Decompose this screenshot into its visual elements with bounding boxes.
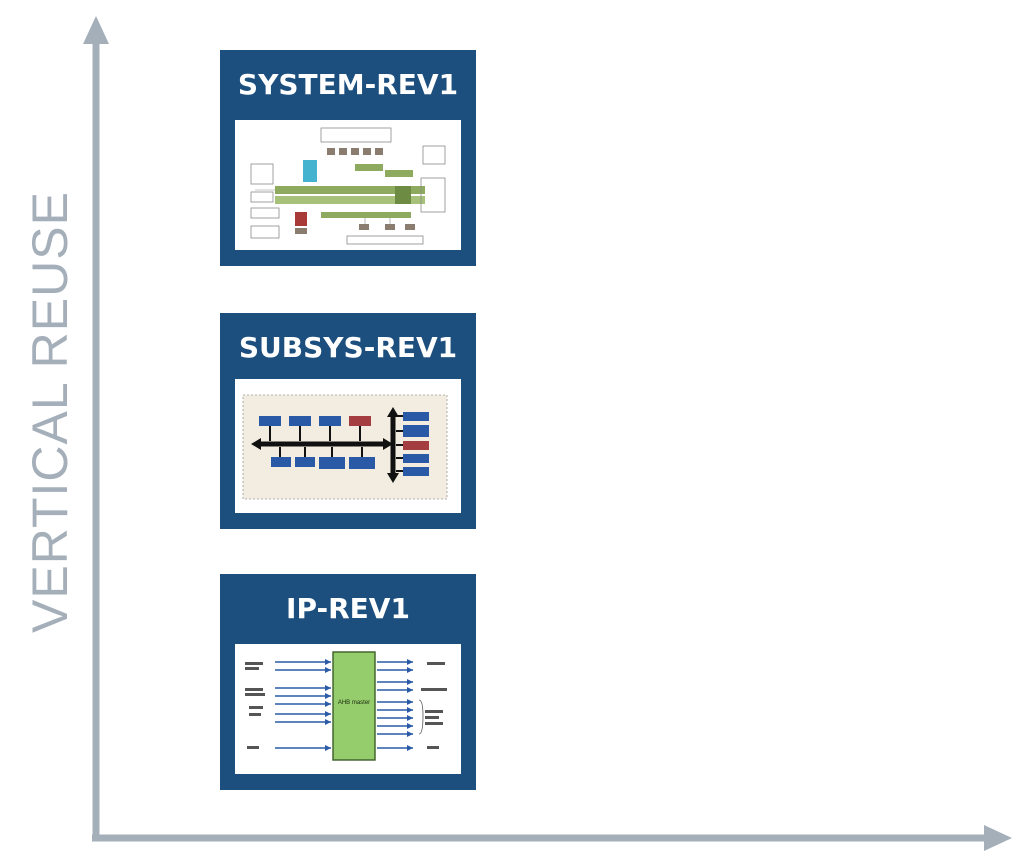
y-axis bbox=[83, 16, 109, 838]
system-rev1-card: SYSTEM-REV1 bbox=[220, 50, 476, 266]
ahb-master-block bbox=[332, 651, 376, 761]
subsys-rev1-card: SUBSYS-REV1 bbox=[220, 313, 476, 529]
subsys-diagram bbox=[235, 379, 461, 513]
system-card-title: SYSTEM-REV1 bbox=[237, 68, 459, 101]
ahb-master-label: AHB master bbox=[338, 700, 370, 706]
subsys-card-title: SUBSYS-REV1 bbox=[238, 331, 458, 364]
x-axis bbox=[92, 825, 1012, 851]
y-axis-label: VERTICAL REUSE bbox=[22, 191, 78, 633]
ip-rev1-card: IP-REV1 bbox=[220, 574, 476, 790]
ip-diagram: AHB master bbox=[235, 644, 461, 774]
ip-card-title: IP-REV1 bbox=[286, 592, 410, 625]
system-diagram bbox=[235, 120, 461, 250]
x-axis-arrow-icon bbox=[984, 825, 1012, 851]
y-axis-arrow-icon bbox=[83, 16, 109, 44]
